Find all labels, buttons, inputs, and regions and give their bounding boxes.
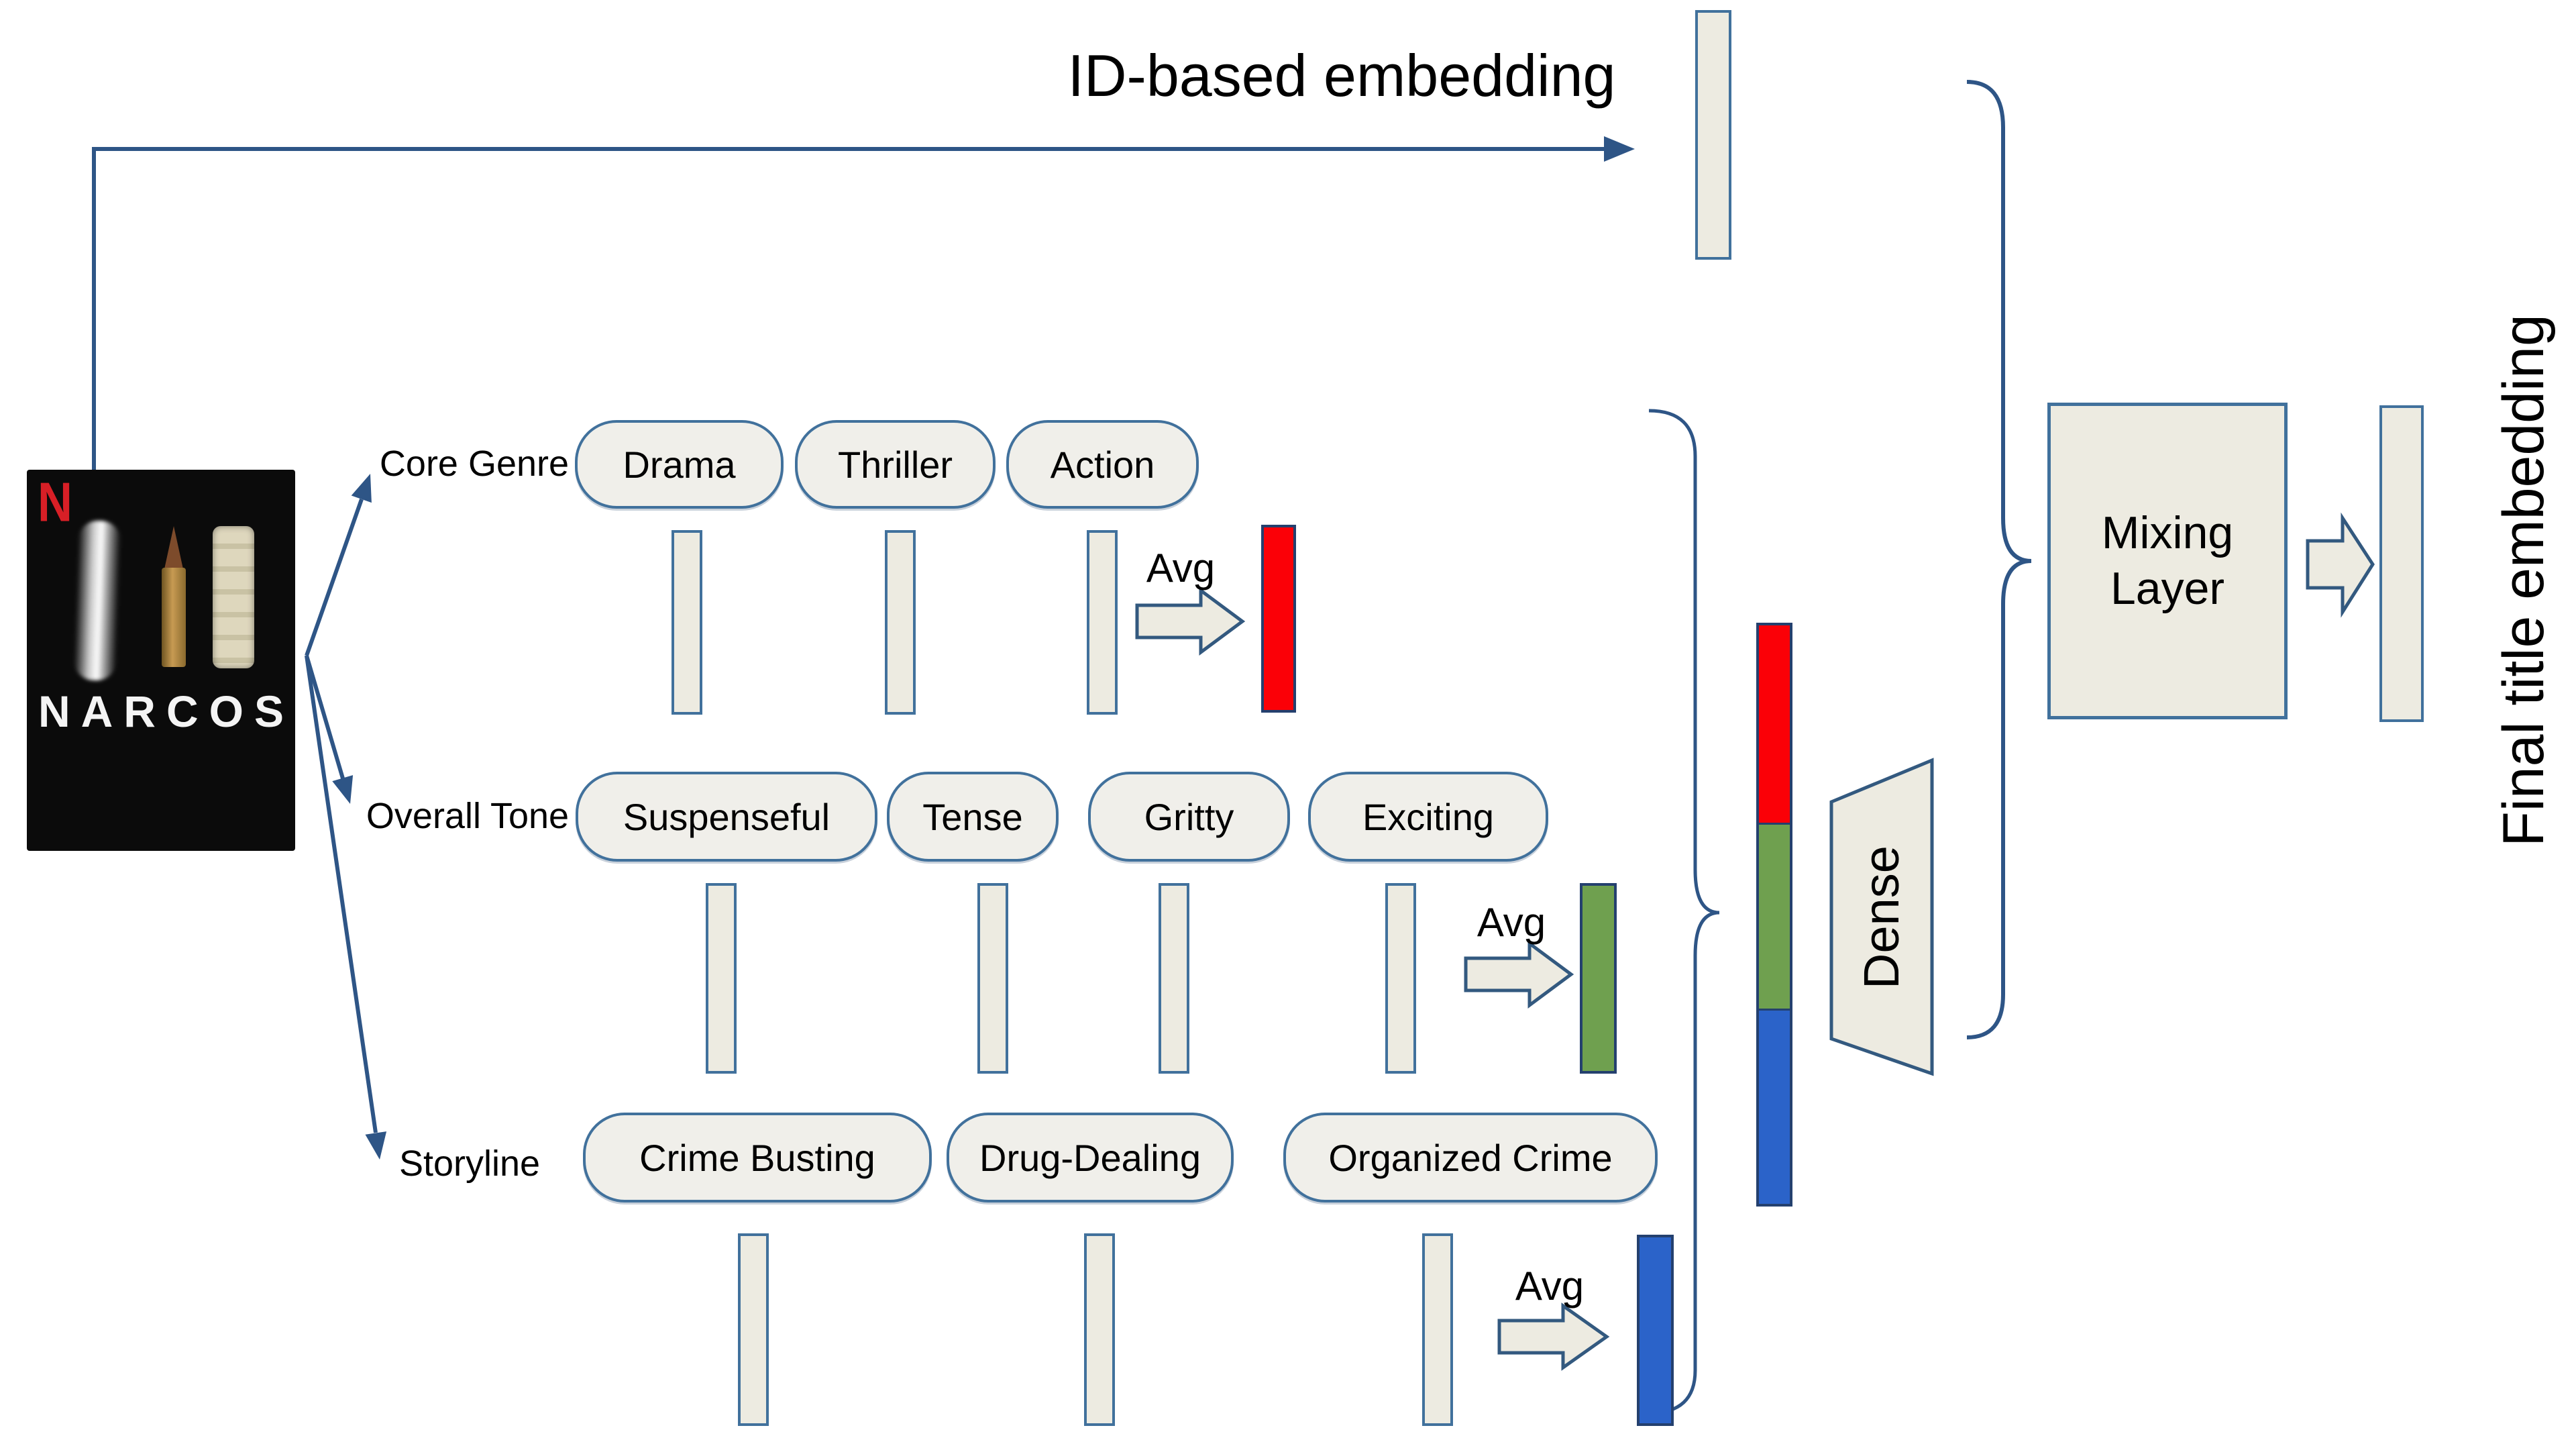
- fan-line-core-genre: [305, 499, 364, 656]
- avg-block-arrow-overall-tone-icon: [1464, 940, 1574, 1009]
- avg-label: Avg: [1477, 900, 1546, 945]
- rolled-bill-icon: [213, 526, 254, 668]
- fan-line-storyline: [305, 655, 378, 1133]
- row-label-overall-tone: Overall Tone: [366, 796, 570, 836]
- embedding-vector-bar: [1385, 883, 1416, 1074]
- narcos-poster: N NARCOS: [27, 470, 295, 851]
- embedding-vector-bar: [706, 883, 737, 1074]
- embedding-vector-bar: [885, 530, 916, 715]
- tag-pill: Organized Crime: [1283, 1113, 1658, 1202]
- fan-line-overall-tone: [305, 655, 345, 779]
- avg-vector-overall-tone: [1580, 883, 1617, 1074]
- embedding-vector-bar: [1084, 1233, 1115, 1426]
- fan-arrowhead-core-genre-icon: [351, 474, 372, 503]
- embedding-vector-bar: [977, 883, 1008, 1074]
- avg-label: Avg: [1146, 546, 1216, 591]
- mixing-layer-label-line1: Mixing: [2101, 507, 2234, 559]
- bullet-icon: [164, 526, 183, 569]
- avg-vector-storyline: [1637, 1235, 1674, 1426]
- dense-layer-trapezoid: [1829, 758, 1934, 1076]
- final-embedding-vector-bar: [2379, 405, 2424, 722]
- tag-pill: Tense: [887, 772, 1059, 862]
- final-block-arrow-icon: [2306, 512, 2375, 618]
- embedding-vector-bar: [1422, 1233, 1453, 1426]
- tag-pill: Suspenseful: [576, 772, 877, 862]
- id-embedding-vector-bar: [1695, 10, 1731, 260]
- concatenated-vector-bar: [1756, 623, 1792, 1207]
- mixing-brace-icon: [1966, 80, 2032, 1039]
- id-embedding-connector-line: [92, 147, 1604, 471]
- poster-title: NARCOS: [38, 686, 294, 736]
- embedding-vector-bar: [1159, 883, 1189, 1074]
- tag-pill: Drug-Dealing: [947, 1113, 1234, 1202]
- id-embedding-arrowhead-icon: [1604, 136, 1635, 162]
- row-label-core-genre: Core Genre: [379, 444, 570, 484]
- tag-pill: Exciting: [1308, 772, 1548, 862]
- concat-segment-storyline: [1759, 1011, 1790, 1204]
- tag-pill: Gritty: [1088, 772, 1290, 862]
- tag-pill: Thriller: [795, 420, 996, 509]
- avg-block-arrow-storyline-icon: [1497, 1302, 1610, 1371]
- cocaine-line-icon: [72, 519, 122, 682]
- tag-pill: Drama: [575, 420, 784, 509]
- row-label-storyline: Storyline: [398, 1143, 541, 1184]
- mixing-layer-box: Mixing Layer: [2047, 403, 2288, 719]
- fan-arrowhead-storyline-icon: [365, 1131, 387, 1160]
- mixing-layer-label-line2: Layer: [2110, 563, 2225, 614]
- fan-arrowhead-overall-tone-icon: [332, 775, 354, 804]
- avg-label: Avg: [1515, 1264, 1585, 1309]
- concat-brace-icon: [1648, 409, 1720, 1415]
- tag-pill: Crime Busting: [583, 1113, 932, 1202]
- avg-block-arrow-core-genre-icon: [1135, 587, 1246, 656]
- netflix-logo-icon: N: [38, 472, 72, 533]
- concat-segment-genre: [1759, 625, 1790, 825]
- tag-pill: Action: [1006, 420, 1199, 509]
- bullet-body-icon: [162, 568, 186, 667]
- embedding-vector-bar: [1087, 530, 1118, 715]
- embedding-vector-bar: [672, 530, 702, 715]
- embedding-vector-bar: [738, 1233, 769, 1426]
- concat-segment-tone: [1759, 825, 1790, 1011]
- id-embedding-label: ID-based embedding: [1067, 42, 1616, 109]
- dense-layer-label: Dense: [1854, 846, 1909, 989]
- final-embedding-label: Final title embedding: [2491, 314, 2556, 847]
- avg-vector-core-genre: [1261, 525, 1296, 713]
